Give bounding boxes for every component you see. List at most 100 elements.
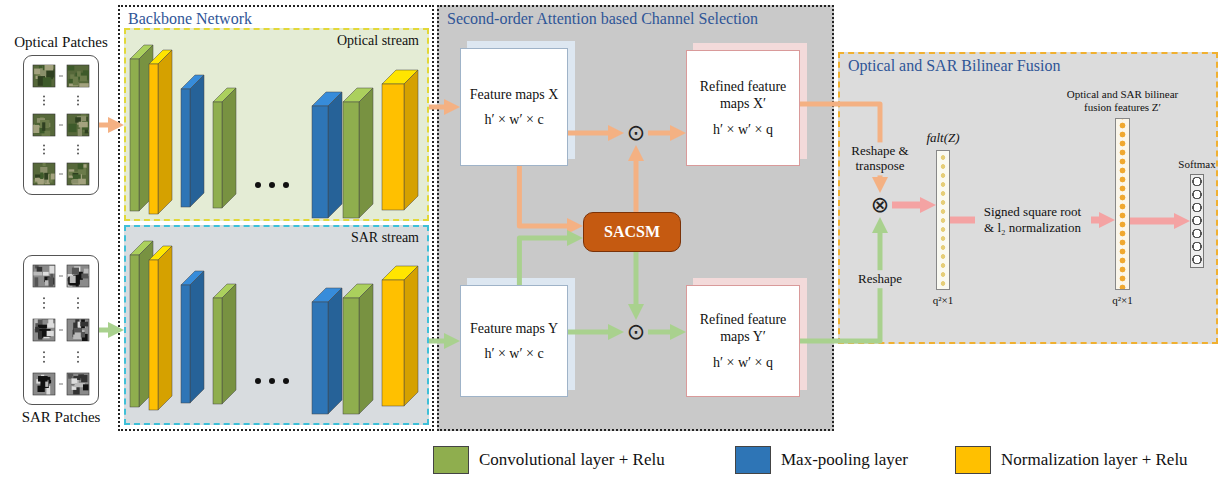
- operator-circle: ⊙: [624, 320, 648, 344]
- layer-front-face: [312, 302, 328, 414]
- ellipsis-dot: [77, 307, 79, 309]
- patch-texture: [74, 328, 82, 333]
- ellipsis-dot: [77, 153, 79, 155]
- patch-texture: [40, 117, 44, 124]
- patch-dash: [59, 330, 63, 331]
- patch-texture: [73, 174, 82, 180]
- patch-texture: [79, 116, 83, 125]
- patch-texture: [73, 174, 81, 179]
- text-slot: Refined feature maps X′: [693, 78, 793, 113]
- patch-texture: [49, 174, 53, 182]
- patch-texture: [35, 265, 39, 268]
- image-patch: [33, 373, 55, 395]
- layer-front-face: [149, 260, 158, 410]
- patch-texture: [50, 74, 53, 80]
- patch-texture: [35, 323, 39, 331]
- text-slot: h′ × w′ × q: [713, 346, 773, 372]
- patch-texture: [35, 174, 43, 183]
- layer-side-face: [359, 284, 373, 414]
- patch-texture: [79, 83, 88, 87]
- edge-label: Reshape: [855, 270, 905, 288]
- patch-texture: [40, 172, 43, 179]
- flow-arrow: [568, 131, 614, 136]
- text-slot: q²×1: [933, 294, 954, 306]
- patch-texture: [35, 70, 40, 78]
- patch-dash: [59, 384, 63, 385]
- patch-texture: [47, 331, 54, 336]
- layer-side-face: [328, 92, 342, 218]
- patch-texture: [68, 281, 73, 286]
- patch-texture: [38, 76, 45, 86]
- patch-texture: [73, 173, 79, 176]
- node-label: Feature maps Y: [470, 320, 558, 338]
- patch-texture: [73, 77, 78, 85]
- patch-texture: [47, 323, 54, 327]
- patch-texture: [43, 329, 49, 338]
- patch-texture: [38, 319, 43, 325]
- patch-texture: [42, 123, 50, 127]
- patch-texture: [75, 319, 79, 323]
- patch-texture: [43, 77, 52, 87]
- patch-texture: [75, 73, 85, 80]
- patch-texture: [43, 65, 49, 70]
- node-label: Softmax: [1178, 158, 1215, 170]
- patch-texture: [49, 266, 54, 274]
- ellipsis-dot: [77, 100, 79, 102]
- node-label: SACSM: [604, 223, 660, 241]
- ellipsis-dot: [77, 144, 79, 146]
- patch-dash: [59, 174, 63, 175]
- patch-texture: [68, 124, 76, 132]
- patch-texture: [75, 174, 82, 180]
- node-label: ⊗: [871, 193, 889, 217]
- text-slot: h′ × w′ × c: [484, 337, 543, 363]
- patch-texture: [34, 277, 38, 286]
- patch-texture: [71, 378, 77, 384]
- patch-texture: [38, 329, 46, 338]
- ellipsis-dot: [269, 182, 275, 188]
- text-slot: Feature maps X: [470, 86, 559, 104]
- patch-texture: [45, 380, 48, 387]
- node-label: h′ × w′ × c: [484, 111, 543, 129]
- legend-item: Convolutional layer + Relu: [433, 446, 665, 474]
- text-slot: Optical and SAR Bilinear Fusion: [848, 57, 1060, 75]
- image-patch: [67, 65, 89, 87]
- image-patch: [67, 163, 89, 185]
- patch-texture: [80, 76, 87, 82]
- image-patch: [33, 65, 55, 87]
- patch-texture: [44, 277, 49, 283]
- node-label: Optical and SAR bilinear fusion features…: [1053, 88, 1193, 114]
- patch-texture: [46, 69, 54, 78]
- feature-vector: falt(Z)q²×1: [936, 150, 950, 290]
- legend-swatch: [433, 446, 469, 474]
- node-label: Feature maps X: [470, 86, 559, 104]
- layer-side-face: [190, 75, 204, 207]
- image-patch: [67, 265, 89, 287]
- patch-texture: [79, 117, 88, 127]
- sacsm-block: SACSM: [583, 212, 681, 252]
- text-slot: ⊙: [627, 121, 645, 145]
- layer-top-face: [213, 88, 236, 102]
- patch-texture: [77, 116, 86, 125]
- label-slot: Reshape & transpose: [846, 142, 914, 175]
- flow-arrow: [568, 330, 614, 335]
- patch-texture: [80, 322, 88, 327]
- layer-top-face: [382, 70, 418, 84]
- patch-texture: [81, 375, 87, 382]
- patch-texture: [44, 380, 51, 383]
- ellipsis-dot: [77, 356, 79, 358]
- flow-arrow: [634, 252, 639, 310]
- layer-side-face: [158, 50, 172, 214]
- legend-text: Convolutional layer + Relu: [479, 450, 665, 470]
- panel-title: Second-order Attention based Channel Sel…: [447, 10, 758, 28]
- panel-title: Optical and SAR Bilinear Fusion: [848, 57, 1060, 75]
- patch-texture: [38, 325, 47, 329]
- patch-texture: [45, 65, 54, 70]
- layer-top-face: [181, 271, 204, 285]
- layer-front-face: [312, 106, 328, 218]
- node-label: h′ × w′ × q: [713, 354, 773, 372]
- flow-arrow: [99, 328, 114, 333]
- patch-texture: [41, 375, 44, 378]
- layer-side-face: [359, 88, 373, 218]
- node-label: Refined feature maps X′: [693, 78, 793, 113]
- layer-top-face: [130, 241, 153, 255]
